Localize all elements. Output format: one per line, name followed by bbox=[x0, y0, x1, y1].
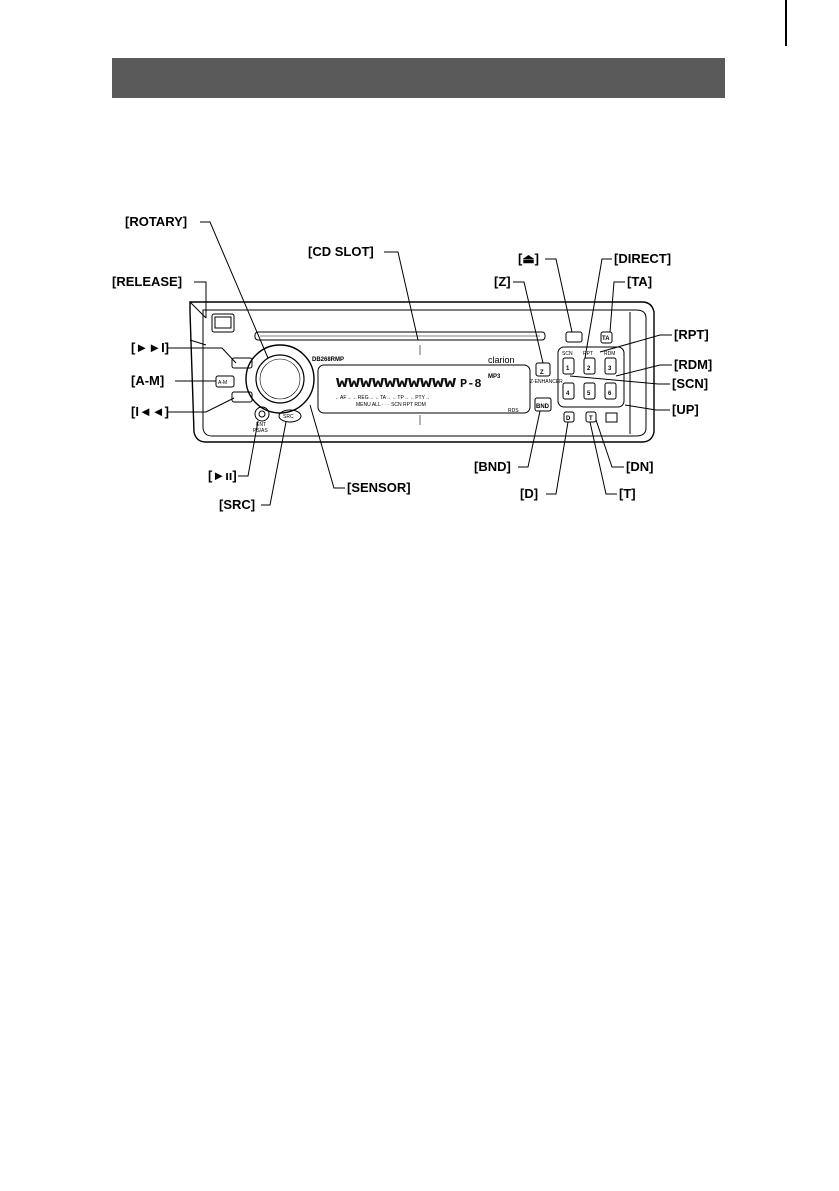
t-leader bbox=[589, 421, 617, 495]
rotary-label: [ROTARY] bbox=[125, 214, 187, 229]
release-button[interactable] bbox=[211, 313, 235, 333]
preset-6-text: 6 bbox=[608, 391, 612, 397]
mp3-badge: MP3 bbox=[488, 374, 501, 380]
preset-4-button[interactable] bbox=[562, 382, 575, 400]
t-key-text: T bbox=[589, 416, 593, 422]
next-label: [►►I] bbox=[131, 340, 169, 355]
bnd-label: [BND] bbox=[474, 459, 511, 474]
src-leader bbox=[261, 421, 287, 506]
preset-3-button[interactable] bbox=[604, 357, 617, 375]
dn-label: [DN] bbox=[626, 459, 653, 474]
t-label: [T] bbox=[619, 486, 636, 501]
rpt-label: [RPT] bbox=[674, 327, 709, 342]
cd-slot bbox=[254, 331, 546, 341]
model-text: DB268RMP bbox=[312, 357, 344, 363]
bnd-key-text: BND bbox=[536, 404, 550, 410]
preset-6-button[interactable] bbox=[604, 382, 617, 400]
scn-leader bbox=[569, 375, 670, 385]
eject-leader bbox=[545, 258, 573, 333]
rotary-knob[interactable] bbox=[255, 354, 305, 404]
prev-button[interactable] bbox=[231, 391, 253, 403]
faceplate-inner bbox=[202, 309, 647, 437]
menu-row: MENU ALL · · · SCN RPT RDM bbox=[356, 402, 426, 408]
bnd-leader bbox=[518, 410, 541, 468]
release-label: [RELEASE] bbox=[112, 274, 182, 289]
faceplate-outline bbox=[189, 301, 655, 443]
z-leader bbox=[513, 281, 544, 364]
eject-button[interactable] bbox=[565, 331, 583, 343]
d-leader bbox=[546, 421, 569, 495]
rotary-leader bbox=[200, 221, 269, 359]
ent-label: ENT bbox=[256, 422, 266, 428]
preset-2-button[interactable] bbox=[583, 357, 596, 375]
brand-text: clarion bbox=[488, 355, 515, 365]
display-frame bbox=[317, 364, 531, 414]
z-sub-text: Z-ENHANCER bbox=[530, 379, 563, 385]
src-button[interactable] bbox=[278, 409, 302, 423]
ta-key-text: TA bbox=[602, 336, 610, 342]
header-bar bbox=[112, 58, 725, 98]
preset-5-text: 5 bbox=[587, 391, 591, 397]
preset-1-text: 1 bbox=[566, 366, 570, 372]
scn-label: [SCN] bbox=[672, 376, 708, 391]
am-label: [A-M] bbox=[131, 373, 164, 388]
d-label: [D] bbox=[520, 486, 538, 501]
prev-leader bbox=[168, 397, 235, 413]
am-key-text: A-M bbox=[218, 380, 227, 386]
rds-text: RDS bbox=[508, 408, 519, 414]
z-key-text: Z bbox=[540, 370, 544, 376]
top-rule bbox=[785, 0, 787, 46]
rdm-small-text: RDM bbox=[604, 351, 615, 357]
rpt-leader bbox=[599, 334, 672, 353]
ps-as-label: PS/AS bbox=[253, 428, 268, 434]
cd-slot-label: [CD SLOT] bbox=[308, 244, 374, 259]
cd-logo bbox=[605, 412, 618, 423]
preset-3-text: 3 bbox=[608, 366, 612, 372]
preset-2-text: 2 bbox=[587, 366, 591, 372]
preset-5-button[interactable] bbox=[583, 382, 596, 400]
ta-label: [TA] bbox=[627, 274, 652, 289]
eject-label: [⏏] bbox=[518, 251, 539, 266]
up-leader bbox=[624, 404, 670, 411]
d-button[interactable] bbox=[563, 411, 575, 423]
direct-leader bbox=[584, 258, 612, 359]
cd-slot-leader bbox=[384, 251, 419, 341]
rdm-label: [RDM] bbox=[674, 357, 712, 372]
ta-button[interactable] bbox=[600, 331, 613, 344]
direct-label: [DIRECT] bbox=[614, 251, 671, 266]
t-button[interactable] bbox=[585, 411, 597, 423]
d-key-text: D bbox=[566, 416, 571, 422]
prev-label: [I◄◄] bbox=[131, 404, 169, 419]
release-leader bbox=[194, 281, 207, 318]
up-label: [UP] bbox=[672, 402, 699, 417]
display-preset: P-8 bbox=[460, 377, 482, 391]
src-key-text: SRC bbox=[283, 414, 294, 420]
sensor-leader bbox=[309, 404, 345, 489]
z-label: [Z] bbox=[494, 274, 511, 289]
preset-4-text: 4 bbox=[566, 391, 570, 397]
scn-small-text: SCN bbox=[562, 351, 573, 357]
rpt-small-text: RPT bbox=[583, 351, 593, 357]
src-label: [SRC] bbox=[219, 497, 255, 512]
dn-leader bbox=[595, 419, 624, 468]
af-row: ←AF→ ←REG→ ←TA→ ←TP→ ←PTY→ bbox=[335, 395, 430, 401]
next-leader bbox=[168, 347, 237, 364]
preset-1-button[interactable] bbox=[562, 357, 575, 375]
play-pause-leader bbox=[238, 420, 259, 477]
ta-leader bbox=[609, 281, 625, 333]
button-cluster bbox=[557, 346, 625, 408]
next-button[interactable] bbox=[231, 357, 253, 369]
rdm-leader bbox=[615, 364, 672, 377]
bnd-button[interactable] bbox=[534, 397, 552, 412]
display-chars: WWWWWWWWWW bbox=[336, 376, 457, 392]
play-pause-button[interactable] bbox=[254, 406, 270, 422]
play-pause-label: [►ıı] bbox=[208, 468, 237, 483]
sensor-label: [SENSOR] bbox=[347, 480, 411, 495]
